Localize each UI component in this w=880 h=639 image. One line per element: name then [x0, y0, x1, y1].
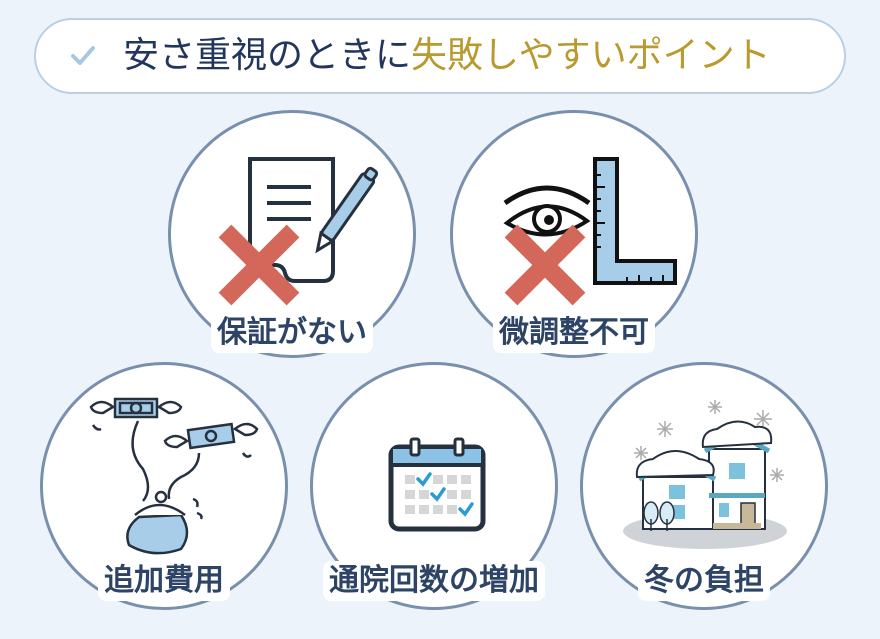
title-part-gold: 失敗しやすいポイント — [411, 35, 771, 76]
title-banner — [34, 18, 846, 94]
eye-ruler-cross-icon — [503, 157, 677, 306]
checkmark-icon — [71, 46, 95, 65]
point-label: 通院回数の増加 — [323, 561, 545, 601]
point-no-adjustment: 微調整不可 — [450, 110, 698, 358]
point-no-warranty: 保証がない — [168, 110, 416, 358]
flying-money-purse-icon — [89, 397, 259, 555]
point-label: 冬の負担 — [638, 561, 770, 601]
point-additional-costs: 追加費用 — [40, 362, 288, 610]
page-title: 安さ重視のときに失敗しやすいポイント — [123, 26, 771, 86]
snowy-house-icon — [623, 400, 787, 549]
point-label: 微調整不可 — [493, 313, 655, 353]
point-label: 保証がない — [211, 313, 373, 353]
point-more-visits: 通院回数の増加 — [310, 362, 558, 610]
point-label: 追加費用 — [98, 561, 230, 601]
title-part-dark: 安さ重視のときに — [123, 35, 412, 76]
point-winter-burden: 冬の負担 — [580, 362, 828, 610]
document-pen-cross-icon — [218, 157, 379, 306]
calendar-check-icon — [388, 437, 486, 532]
